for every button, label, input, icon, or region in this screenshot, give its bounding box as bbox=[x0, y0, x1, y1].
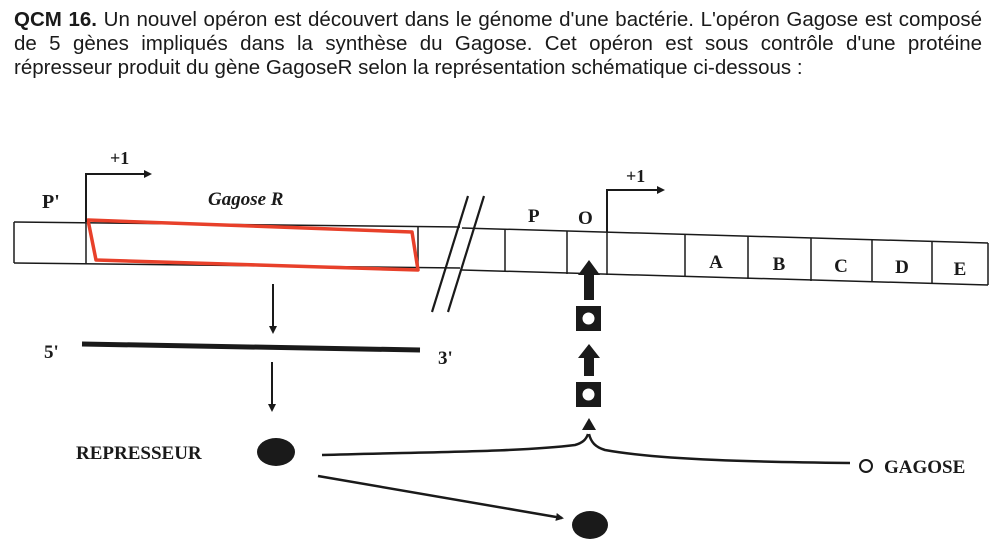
gene-label-b: B bbox=[773, 254, 786, 275]
mrna-3-label: 3' bbox=[438, 348, 453, 369]
dna-break-marks bbox=[430, 195, 486, 313]
gene-r-label: Gagose R bbox=[208, 189, 283, 210]
free-repressor-protein-icon bbox=[572, 511, 608, 539]
question-body: Un nouvel opéron est découvert dans le g… bbox=[14, 8, 982, 79]
start-arrow-right bbox=[606, 186, 665, 232]
gagose-molecule-icon bbox=[859, 459, 873, 473]
dna-left-segment bbox=[13, 221, 461, 269]
repressor-to-complex-line bbox=[321, 433, 590, 457]
start-left-label: +1 bbox=[110, 148, 129, 168]
repressor-label: REPRESSEUR bbox=[76, 443, 202, 464]
gene-label-c: C bbox=[834, 256, 848, 277]
promoter-label: P bbox=[528, 206, 540, 227]
promoter-left-label: P' bbox=[42, 191, 60, 213]
convergence-arrow-tip bbox=[582, 418, 596, 430]
start-arrow-left bbox=[85, 170, 152, 222]
gene-label-a: A bbox=[709, 252, 723, 273]
complex-arrow-lower-icon bbox=[578, 344, 600, 376]
mrna-strand bbox=[81, 341, 421, 353]
complex-arrow-upper-icon bbox=[578, 260, 600, 300]
free-repressor-arrow bbox=[317, 474, 564, 521]
gene-label-d: D bbox=[895, 257, 909, 278]
complex-square-upper-hole-icon bbox=[582, 312, 595, 325]
complex-square-lower-hole-icon bbox=[582, 388, 595, 401]
gagoser-highlight-box bbox=[86, 218, 420, 272]
question-number: QCM 16. bbox=[14, 8, 97, 31]
gagose-label: GAGOSE bbox=[884, 457, 965, 478]
gene-label-e: E bbox=[954, 259, 967, 280]
start-right-label: +1 bbox=[626, 166, 645, 186]
gagose-to-complex-line bbox=[587, 433, 851, 465]
operator-label: O bbox=[578, 208, 593, 229]
repressor-protein-icon bbox=[257, 438, 295, 466]
question-text: QCM 16. Un nouvel opéron est découvert d… bbox=[14, 8, 982, 80]
mrna-5-label: 5' bbox=[44, 342, 59, 363]
dna-right-segment bbox=[461, 227, 989, 286]
